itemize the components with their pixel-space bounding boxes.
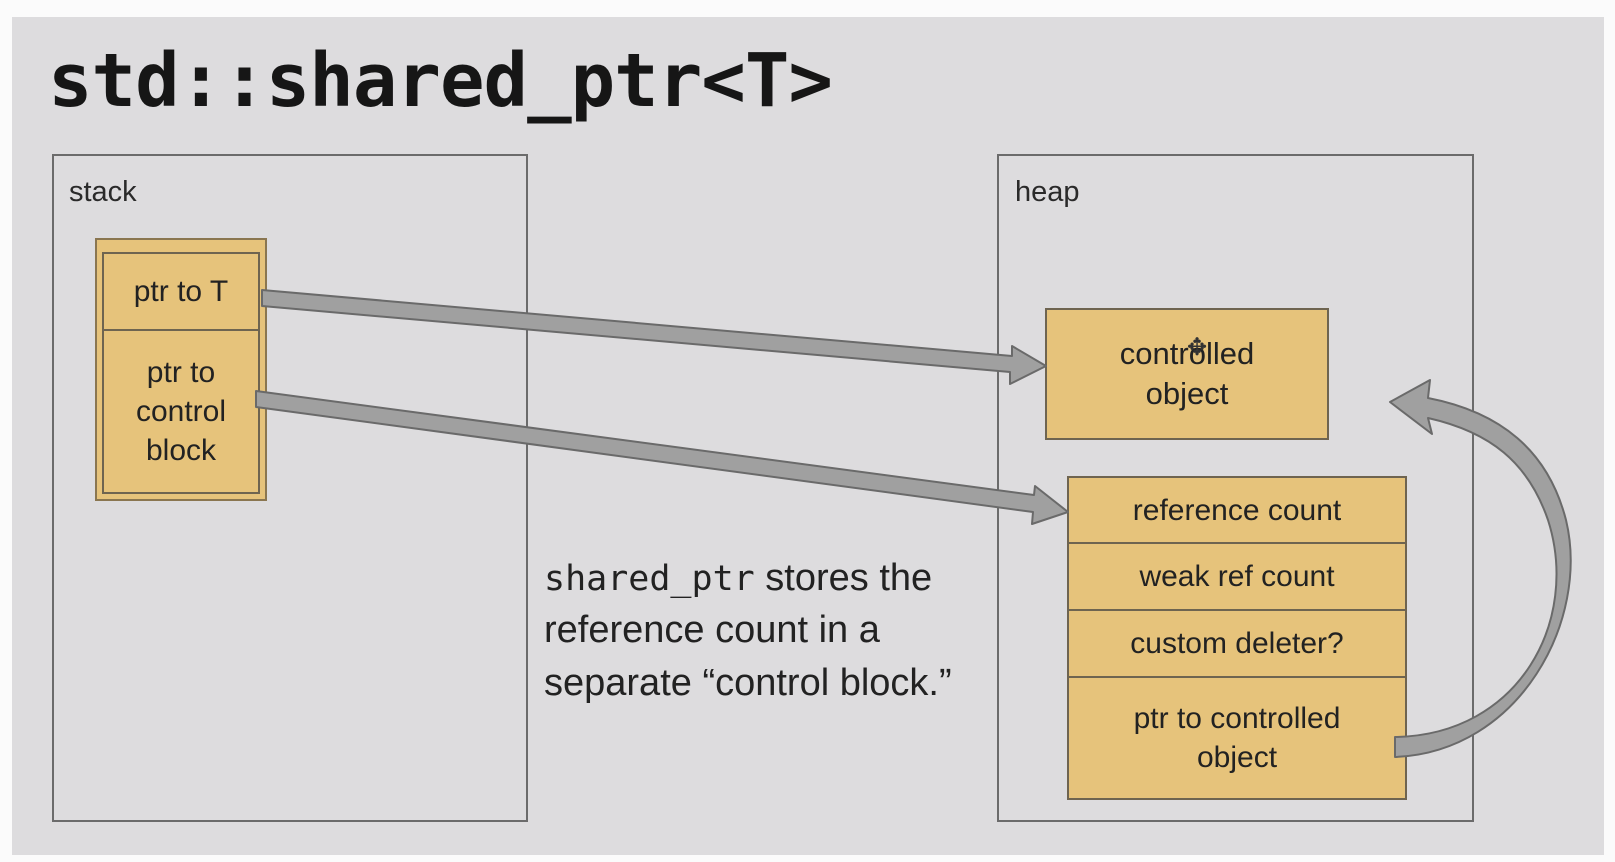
move-cursor-icon: ✥ [1187, 334, 1208, 361]
ptr-to-control-block-cell: ptr to control block [102, 329, 260, 494]
heap-label: heap [1015, 176, 1080, 208]
weak-ref-count-cell: weak ref count [1067, 542, 1407, 611]
arrow-ptr-to-control-block [255, 390, 1069, 525]
arrow-ptr-to-t [261, 289, 1047, 385]
heap-panel [997, 154, 1474, 822]
ptr-to-controlled-object-cell: ptr to controlled object [1067, 676, 1407, 800]
reference-count-cell: reference count [1067, 476, 1407, 544]
ptr-to-t-cell: ptr to T [102, 252, 260, 331]
caption-text: stores the reference count in a separate… [544, 557, 952, 704]
arrow-curved-back [1389, 379, 1572, 758]
caption: shared_ptr stores the reference count in… [544, 552, 964, 709]
controlled-object-box: controlled object [1045, 308, 1329, 440]
stack-label: stack [69, 176, 137, 208]
slide-title: std::shared_ptr<T> [48, 38, 833, 124]
stack-panel [52, 154, 528, 822]
caption-code: shared_ptr [544, 559, 755, 599]
custom-deleter-cell: custom deleter? [1067, 609, 1407, 678]
